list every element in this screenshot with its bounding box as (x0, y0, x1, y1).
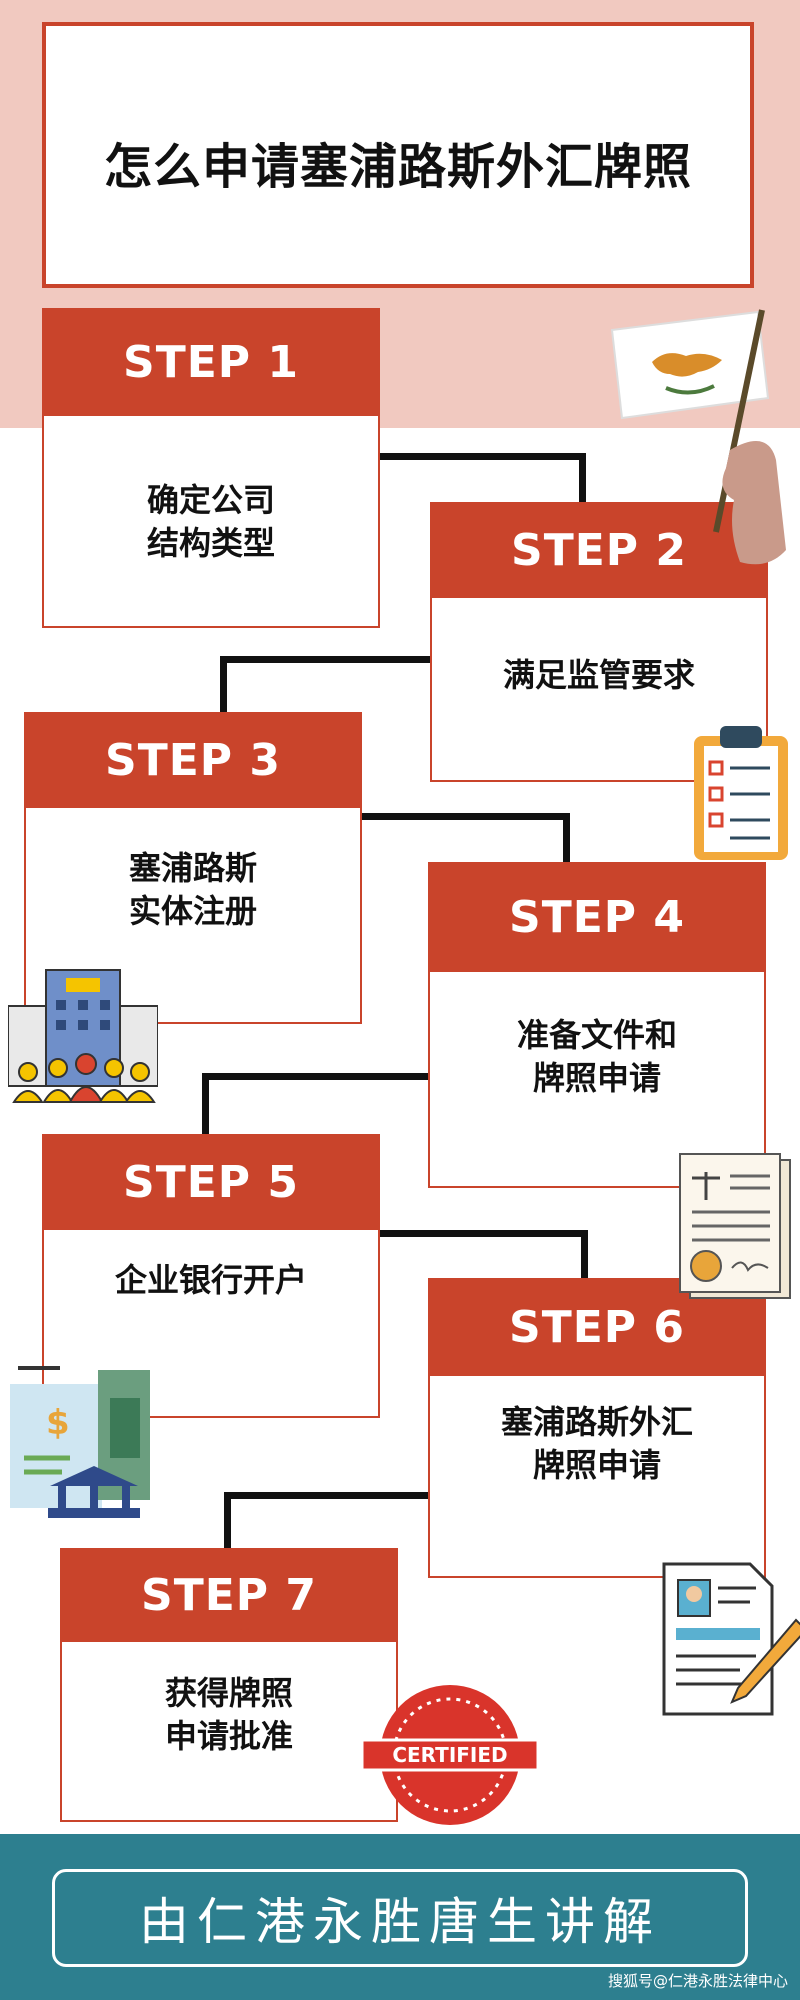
step-card-6: STEP 6 塞浦路斯外汇 牌照申请 (428, 1278, 766, 1578)
cyprus-flag-icon (610, 309, 786, 565)
step-card-2: STEP 2 满足监管要求 (430, 502, 768, 782)
connector-2-3 (220, 656, 430, 663)
connector-6-7 (224, 1492, 428, 1499)
step-card-7: STEP 7 获得牌照 申请批准 (60, 1548, 398, 1822)
step-card-1: STEP 1 确定公司 结构类型 (42, 308, 380, 628)
bank-money-icon: $ (10, 1366, 150, 1518)
step-text-4: 准备文件和 牌照申请 (516, 1015, 677, 1097)
step-header-4: STEP 4 (428, 862, 766, 972)
step-text-2: 满足监管要求 (502, 656, 695, 695)
step-header-3: STEP 3 (24, 712, 362, 808)
connector-5-6-down (581, 1230, 588, 1278)
connector-5-6 (380, 1230, 588, 1237)
connector-4-5-down (202, 1073, 209, 1135)
connector-3-4-down (563, 813, 570, 863)
footer-band (0, 1834, 800, 2000)
svg-text:$: $ (46, 1403, 70, 1443)
connector-4-5 (202, 1073, 428, 1080)
step-card-4: STEP 4 准备文件和 牌照申请 (428, 862, 766, 1188)
step-card-3: STEP 3 塞浦路斯 实体注册 (24, 712, 362, 1024)
connector-2-3-down (220, 656, 227, 712)
title-box: 怎么申请塞浦路斯外汇牌照 (42, 22, 754, 288)
page-title: 怎么申请塞浦路斯外汇牌照 (103, 139, 692, 195)
footer-text: 由仁港永胜唐生讲解 (52, 1869, 748, 1967)
step-header-5: STEP 5 (42, 1134, 380, 1230)
certified-stamp-icon: CERTIFIED (362, 1685, 538, 1825)
certified-stamp-text: CERTIFIED (392, 1743, 507, 1767)
step-text-5: 企业银行开户 (114, 1261, 307, 1300)
step-header-1: STEP 1 (42, 308, 380, 416)
resume-pencil-icon (662, 1562, 800, 1716)
legal-document-icon (679, 1153, 791, 1299)
step-text-1: 确定公司 结构类型 (146, 480, 275, 562)
watermark: 搜狐号@仁港永胜法律中心 (607, 1972, 788, 1990)
connector-6-7-down (224, 1492, 231, 1548)
checklist-icon (694, 726, 788, 860)
connector-3-4 (362, 813, 570, 820)
connector-1-2-down (579, 453, 586, 503)
step-header-7: STEP 7 (60, 1548, 398, 1642)
connector-1-2 (380, 453, 586, 460)
office-building-icon (8, 969, 158, 1103)
step-text-7: 获得牌照 申请批准 (164, 1673, 293, 1755)
step-header-2: STEP 2 (430, 502, 768, 598)
step-text-6: 塞浦路斯外汇 牌照申请 (500, 1402, 693, 1484)
step-text-3: 塞浦路斯 实体注册 (128, 848, 257, 930)
